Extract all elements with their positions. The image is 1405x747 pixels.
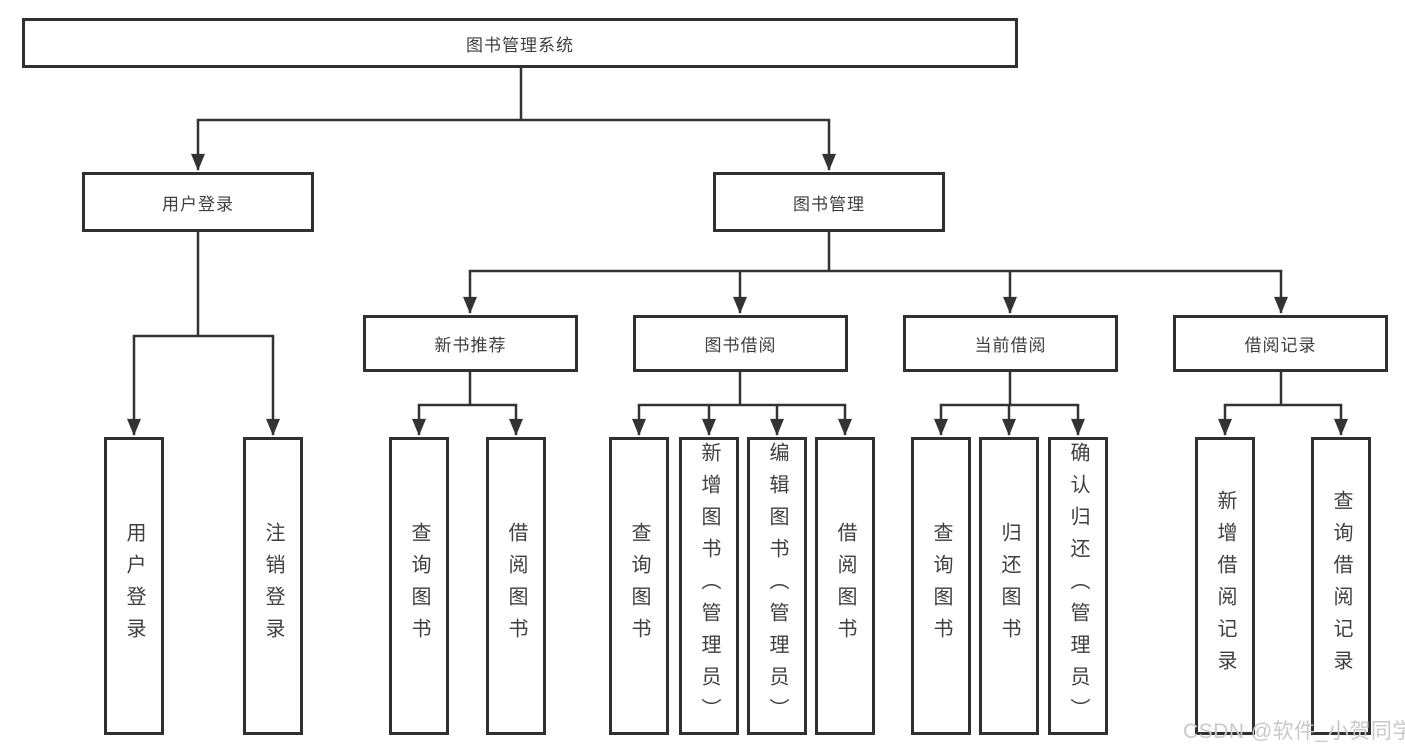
leaf-br-query-record-label: 查询借阅记录 xyxy=(1330,490,1352,682)
node-root-label: 图书管理系统 xyxy=(466,35,574,55)
leaf-cb-return-books: 归还图书 xyxy=(979,437,1039,735)
leaf-nb-borrow-books-label: 借阅图书 xyxy=(505,522,527,650)
leaf-br-add-record-label: 新增借阅记录 xyxy=(1214,490,1236,682)
leaf-br-add-record: 新增借阅记录 xyxy=(1195,437,1255,735)
node-root: 图书管理系统 xyxy=(22,18,1018,68)
node-book-borrow-label: 图书借阅 xyxy=(704,336,777,355)
node-book-management-label: 图书管理 xyxy=(793,194,865,214)
leaf-user-login-label: 用户登录 xyxy=(123,522,145,650)
leaf-bb-edit-books-admin: 编辑图书（管理员） xyxy=(747,437,807,735)
leaf-logout-login: 注销登录 xyxy=(243,437,303,735)
leaf-cb-return-books-label: 归还图书 xyxy=(998,522,1020,650)
node-book-management: 图书管理 xyxy=(713,172,945,232)
leaf-cb-confirm-return-admin: 确认归还（管理员） xyxy=(1048,437,1108,735)
node-new-book-recommend: 新书推荐 xyxy=(363,315,578,372)
leaf-bb-borrow-books: 借阅图书 xyxy=(815,437,875,735)
leaf-bb-edit-books-admin-label: 编辑图书（管理员） xyxy=(766,442,788,730)
leaf-nb-query-books-label: 查询图书 xyxy=(408,522,430,650)
leaf-bb-add-books-admin-label: 新增图书（管理员） xyxy=(698,442,720,730)
leaf-bb-add-books-admin: 新增图书（管理员） xyxy=(679,437,739,735)
leaf-bb-query-books-label: 查询图书 xyxy=(628,522,650,650)
node-borrow-records-label: 借阅记录 xyxy=(1244,336,1317,355)
node-book-borrow: 图书借阅 xyxy=(633,315,848,372)
leaf-cb-confirm-return-admin-label: 确认归还（管理员） xyxy=(1067,442,1089,730)
leaf-user-login: 用户登录 xyxy=(104,437,164,735)
node-current-borrow-label: 当前借阅 xyxy=(974,336,1047,355)
node-new-book-recommend-label: 新书推荐 xyxy=(434,336,507,355)
node-user-login-label: 用户登录 xyxy=(162,194,234,214)
leaf-bb-query-books: 查询图书 xyxy=(609,437,669,735)
leaf-br-query-record: 查询借阅记录 xyxy=(1311,437,1371,735)
node-user-login: 用户登录 xyxy=(82,172,314,232)
leaf-nb-query-books: 查询图书 xyxy=(389,437,449,735)
node-current-borrow: 当前借阅 xyxy=(903,315,1118,372)
leaf-logout-login-label: 注销登录 xyxy=(262,522,284,650)
node-borrow-records: 借阅记录 xyxy=(1173,315,1388,372)
leaf-cb-query-books-label: 查询图书 xyxy=(930,522,952,650)
leaf-cb-query-books: 查询图书 xyxy=(911,437,971,735)
leaf-nb-borrow-books: 借阅图书 xyxy=(486,437,546,735)
leaf-bb-borrow-books-label: 借阅图书 xyxy=(834,522,856,650)
csdn-watermark: CSDN @软件_小贺同学 xyxy=(1183,720,1405,743)
